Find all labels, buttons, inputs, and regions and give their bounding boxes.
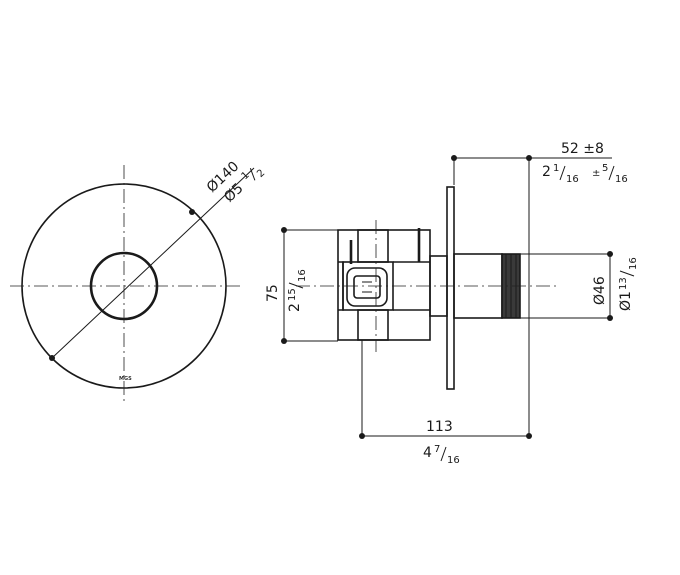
- depth-mm: 113: [426, 419, 453, 435]
- body-height-mm: 75: [265, 284, 281, 302]
- protrusion-mm: 52 ±8: [561, 141, 604, 157]
- dimension-arrow: [281, 338, 287, 344]
- handle-diameter-mm: Ø46: [592, 276, 608, 305]
- plate-diameter-leader: [51, 167, 255, 359]
- side-view: [296, 186, 560, 390]
- valve-body-port-left: [338, 261, 344, 311]
- protrusion-dimension: 52 ±8 2 1 16 ± 5 16: [451, 141, 628, 438]
- protrusion-tol: ±: [592, 168, 600, 179]
- fraction-bar: [440, 446, 447, 462]
- body-height-in-den: 16: [297, 269, 308, 282]
- dimension-arrow: [607, 251, 613, 257]
- handle-diameter-in-num: 13: [618, 277, 629, 290]
- protrusion-in-num: 1: [553, 163, 559, 174]
- depth-dimension: 113 4 7 16: [359, 340, 532, 466]
- plate-diameter-label: Ø140 Ø5 1 2: [204, 158, 268, 205]
- plate-diameter-arrow-upper: [189, 209, 195, 215]
- body-height-in-num: 15: [287, 288, 298, 301]
- plate-diameter-arrow-lower: [49, 355, 55, 361]
- front-view: MGS Ø140 Ø5 1 2: [10, 158, 268, 405]
- valve-outlet-bottom: [357, 309, 389, 341]
- handle-diameter-in-whole: Ø1: [618, 291, 634, 311]
- fraction-bar: [559, 165, 566, 181]
- fraction-bar: [619, 270, 635, 277]
- protrusion-in-whole: 2: [542, 164, 551, 180]
- cartridge-outer: [346, 267, 388, 307]
- valve-inlet-top: [357, 229, 389, 263]
- dimension-arrow: [526, 433, 532, 439]
- handle-diameter-dimension: Ø46 Ø1 13 16: [520, 251, 639, 321]
- fraction-bar: [288, 282, 304, 289]
- plate-diameter-fraction-bar: [249, 167, 256, 181]
- dimension-arrow: [359, 433, 365, 439]
- depth-in-whole: 4: [423, 445, 432, 461]
- dimension-arrow: [451, 155, 457, 161]
- dimension-arrow: [607, 315, 613, 321]
- protrusion-in-den: 16: [566, 174, 579, 185]
- fraction-bar: [608, 165, 615, 181]
- brand-logo: MGS: [119, 376, 132, 382]
- plate-diameter-in-den: 2: [255, 168, 267, 180]
- depth-in-den: 16: [447, 455, 460, 466]
- protrusion-tol-num: 5: [602, 163, 608, 174]
- body-height-in-whole: 2: [287, 303, 303, 312]
- depth-in-num: 7: [434, 444, 440, 455]
- handle-diameter-in-den: 16: [628, 257, 639, 270]
- dimension-arrow: [526, 155, 532, 161]
- protrusion-tol-den: 16: [615, 174, 628, 185]
- dimension-arrow: [281, 227, 287, 233]
- wall-plate: [446, 186, 455, 390]
- cartridge-inner: [353, 275, 381, 299]
- body-height-dimension: 75 2 15 16: [265, 227, 338, 344]
